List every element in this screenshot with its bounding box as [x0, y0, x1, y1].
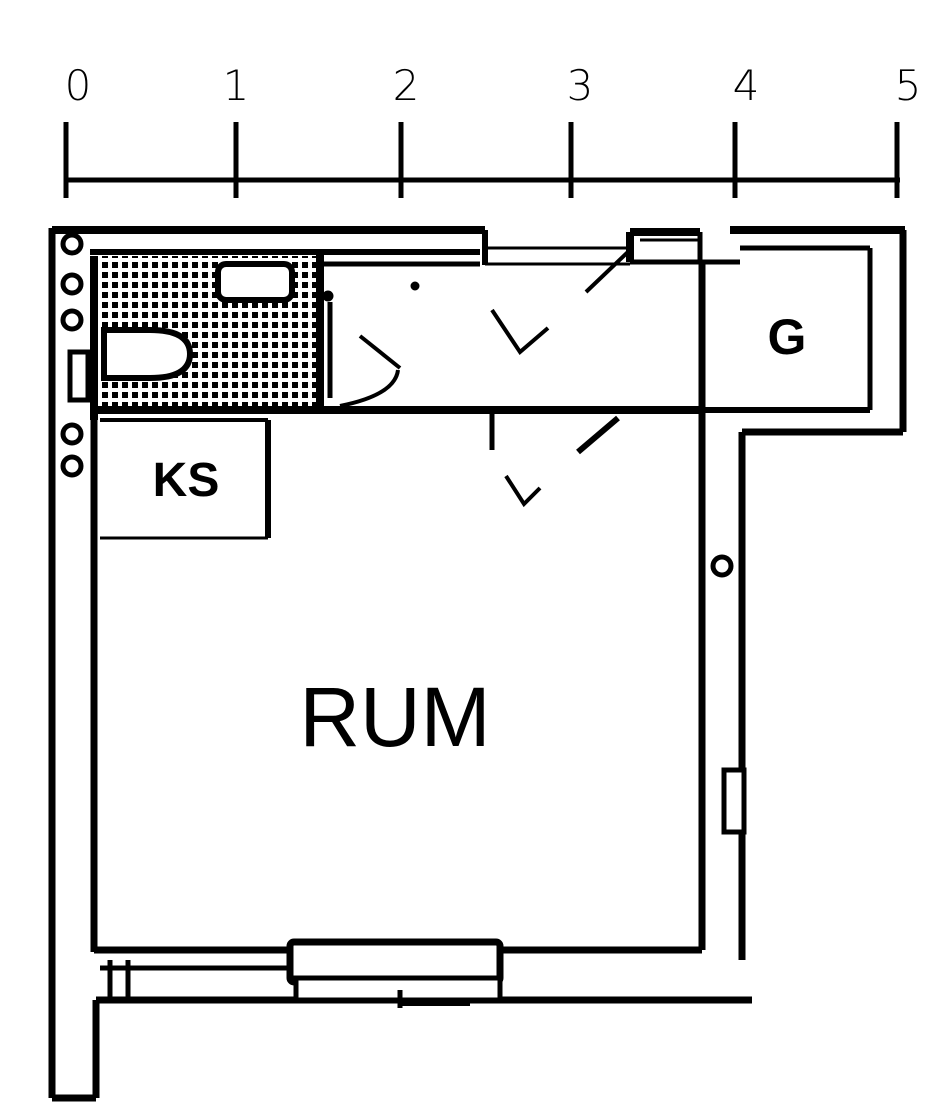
- sink-icon: [215, 261, 295, 303]
- scale-label-0: 0: [65, 61, 92, 110]
- room-door: [489, 412, 620, 508]
- outer-walls: [48, 226, 907, 1102]
- bottom-window: [286, 938, 504, 1008]
- ks-closet: [100, 418, 271, 540]
- room-label-rum: RUM: [299, 670, 490, 764]
- room-label-g: G: [768, 309, 807, 365]
- room-label-ks: KS: [153, 454, 220, 507]
- scale-label-1: 1: [223, 61, 250, 110]
- bathroom: [60, 232, 700, 478]
- bottom-left-window: [100, 960, 290, 998]
- scale-label-4: 4: [733, 61, 760, 110]
- scale-label-3: 3: [567, 61, 594, 110]
- scale-label-2: 2: [393, 61, 420, 110]
- scale-bar: 0 1 2 3 4 5: [63, 61, 922, 198]
- toilet-icon: [101, 327, 194, 381]
- right-wall-window: [710, 554, 747, 835]
- scale-label-5: 5: [895, 61, 922, 110]
- hallway: [320, 232, 870, 420]
- pipes: [60, 232, 84, 478]
